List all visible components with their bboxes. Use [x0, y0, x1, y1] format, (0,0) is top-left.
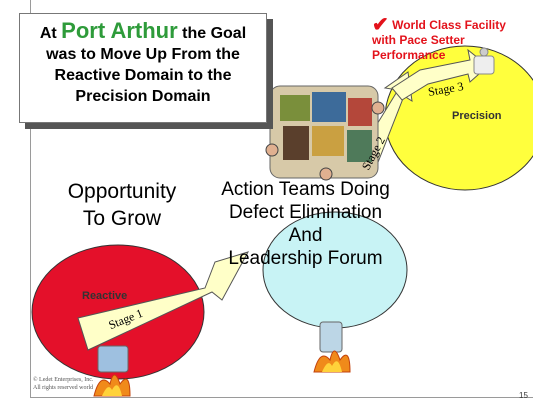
precision-figure [473, 47, 495, 75]
team-puzzle-image [265, 85, 385, 181]
title-line4: Precision Domain [75, 88, 211, 105]
reactive-campfire [93, 345, 131, 397]
action-line1: Action Teams Doing [221, 179, 390, 200]
opportunity-text: Opportunity To Grow [52, 178, 192, 232]
copyright-line1: © Ledet Enterprises, Inc. [33, 377, 94, 383]
stage1-arrow [77, 251, 250, 351]
middle-campfire [313, 321, 351, 373]
title-suffix: the Goal [182, 25, 247, 42]
badge-line2: with Pace Setter [372, 33, 465, 47]
action-line2: Defect Elimination [228, 202, 383, 223]
page-number: 15 [519, 391, 528, 400]
copyright: © Ledet Enterprises, Inc. All rights res… [33, 376, 93, 392]
world-class-badge: ✔ World Class Facility with Pace Setter … [372, 15, 532, 63]
action-line3: And [288, 225, 323, 246]
opportunity-line1: Opportunity [67, 180, 177, 203]
title-line3: Reactive Domain to the [54, 67, 232, 84]
opportunity-line2: To Grow [82, 207, 162, 230]
copyright-line2: All rights reserved world [33, 385, 94, 391]
action-text: Action Teams Doing Defect Elimination An… [208, 178, 403, 270]
title-highlight: Port Arthur [61, 18, 178, 43]
reactive-label: Reactive [82, 290, 128, 302]
badge-line1: World Class Facility [392, 18, 506, 32]
action-line4: Leadership Forum [228, 248, 383, 269]
title-line2: was to Move Up From the [46, 46, 240, 63]
precision-label: Precision [452, 110, 502, 122]
title-prefix: At [39, 25, 57, 42]
slide-frame [30, 0, 533, 398]
checkmark-icon: ✔ [372, 14, 389, 36]
badge-line3: Performance [372, 48, 446, 62]
title-box: At Port Arthur the Goal was to Move Up F… [19, 13, 267, 123]
